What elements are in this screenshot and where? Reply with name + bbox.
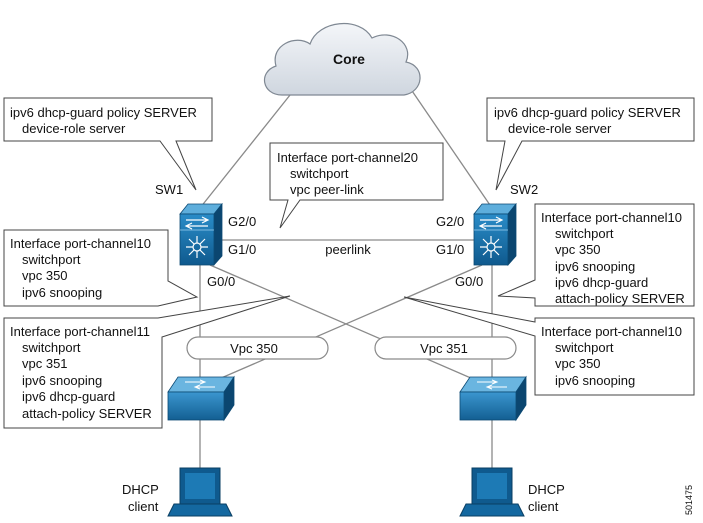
callout-line: Interface port-channel20	[277, 150, 418, 165]
svg-text:ipv6 dhcp-guard policy SERVER: ipv6 dhcp-guard policy SERVER	[494, 105, 681, 120]
callout-line: Interface port-channel10	[10, 236, 151, 251]
svg-text:Interface port-channel10: Interface port-channel10	[541, 324, 682, 339]
svg-text:vpc 350: vpc 350	[22, 268, 68, 283]
callout-line: ipv6 snooping	[22, 285, 102, 300]
svg-text:vpc peer-link: vpc peer-link	[290, 182, 364, 197]
switch-name: SW2	[510, 182, 538, 197]
callout-line: attach-policy SERVER	[22, 406, 152, 421]
cloud-shape	[264, 23, 421, 96]
vpc-pill	[186, 336, 329, 360]
callout-line: Interface port-channel11	[10, 324, 150, 339]
workgroup-switch-icon	[459, 391, 517, 421]
link-core-sw1	[199, 84, 299, 209]
callout-right-pc10-bottom: Interface port-channel10 switchport vpc …	[403, 296, 695, 396]
callout-line: switchport	[22, 252, 81, 267]
callout-line: ipv6 dhcp-guard	[555, 275, 648, 290]
callout-sw2-policy: ipv6 dhcp-guard policy SERVER device-rol…	[486, 97, 695, 191]
workgroup-switch-icon	[167, 391, 225, 421]
cloud-label: Core	[333, 51, 365, 67]
svg-text:Interface port-channel10: Interface port-channel10	[10, 236, 151, 251]
vpc-label: Vpc 350	[230, 341, 278, 356]
access-switch-right	[459, 375, 527, 422]
client-left: DHCP client	[122, 467, 233, 517]
callout-line: ipv6 snooping	[22, 373, 102, 388]
svg-text:ipv6 snooping: ipv6 snooping	[22, 373, 102, 388]
callout-line: vpc 350	[555, 356, 601, 371]
svg-text:vpc 350: vpc 350	[555, 356, 601, 371]
svg-text:ipv6 snooping: ipv6 snooping	[555, 373, 635, 388]
callout-line: vpc 350	[555, 242, 601, 257]
callout-line: device-role server	[508, 121, 612, 136]
callout-line: ipv6 dhcp-guard	[22, 389, 115, 404]
svg-text:Interface port-channel11: Interface port-channel11	[10, 324, 150, 339]
access-switch-left	[167, 375, 235, 422]
svg-text:vpc 350: vpc 350	[555, 242, 601, 257]
vpc-351: Vpc 351	[374, 336, 517, 360]
svg-text:ipv6 snooping: ipv6 snooping	[555, 259, 635, 274]
core-cloud: Core	[264, 23, 421, 96]
callout-line: attach-policy SERVER	[555, 291, 685, 306]
callout-line: switchport	[555, 226, 614, 241]
callout-right-pc10-top: Interface port-channel10 switchport vpc …	[497, 203, 695, 307]
callout-line: vpc 350	[22, 268, 68, 283]
callout-left-pc10: Interface port-channel10 switchport vpc …	[3, 229, 199, 307]
callout-line: ipv6 dhcp-guard policy SERVER	[10, 105, 197, 120]
peerlink-label: peerlink	[325, 242, 371, 257]
svg-text:ipv6 dhcp-guard: ipv6 dhcp-guard	[555, 275, 648, 290]
svg-text:switchport: switchport	[22, 252, 81, 267]
link-sw1-access2	[209, 264, 481, 383]
svg-text:ipv6 snooping: ipv6 snooping	[22, 285, 102, 300]
client-label: client	[528, 499, 559, 514]
switch-sw1: SW1 G2/0 G1/0 G0/0	[155, 182, 256, 289]
link-sw2-access1	[211, 264, 483, 383]
callout-line: switchport	[555, 340, 614, 355]
switch-sw2: SW2 G2/0 G1/0 G0/0	[436, 182, 538, 289]
svg-text:switchport: switchport	[555, 340, 614, 355]
callout-line: switchport	[22, 340, 81, 355]
svg-text:switchport: switchport	[22, 340, 81, 355]
callout-line: ipv6 dhcp-guard policy SERVER	[494, 105, 681, 120]
callout-line: switchport	[290, 166, 349, 181]
client-label: DHCP	[528, 482, 565, 497]
svg-text:vpc 351: vpc 351	[22, 356, 68, 371]
svg-text:device-role server: device-role server	[508, 121, 612, 136]
callout-peer-link: Interface port-channel20 switchport vpc …	[269, 142, 444, 229]
svg-text:switchport: switchport	[555, 226, 614, 241]
port-label: G1/0	[436, 242, 464, 257]
callout-sw1-policy: ipv6 dhcp-guard policy SERVER device-rol…	[3, 97, 213, 191]
svg-text:Interface port-channel20: Interface port-channel20	[277, 150, 418, 165]
vpc-350: Vpc 350	[186, 336, 329, 360]
vpc-label: Vpc 351	[420, 341, 468, 356]
client-label: DHCP	[122, 482, 159, 497]
callout-line: vpc peer-link	[290, 182, 364, 197]
switch-name: SW1	[155, 182, 183, 197]
svg-text:Interface port-channel10: Interface port-channel10	[541, 210, 682, 225]
callout-line: ipv6 snooping	[555, 373, 635, 388]
callout-line: Interface port-channel10	[541, 210, 682, 225]
svg-text:ipv6 dhcp-guard: ipv6 dhcp-guard	[22, 389, 115, 404]
svg-text:ipv6 dhcp-guard policy SERVER: ipv6 dhcp-guard policy SERVER	[10, 105, 197, 120]
client-right: DHCP client	[459, 467, 565, 517]
callout-line: ipv6 snooping	[555, 259, 635, 274]
vpc-pill	[374, 336, 517, 360]
svg-text:attach-policy SERVER: attach-policy SERVER	[22, 406, 152, 421]
port-label: G2/0	[228, 214, 256, 229]
svg-text:device-role server: device-role server	[22, 121, 126, 136]
callout-line: device-role server	[22, 121, 126, 136]
port-label: G1/0	[228, 242, 256, 257]
figure-id: 501475	[684, 485, 694, 515]
port-label: G0/0	[207, 274, 235, 289]
callout-left-pc11: Interface port-channel11 switchport vpc …	[3, 295, 291, 429]
callout-line: vpc 351	[22, 356, 68, 371]
svg-text:attach-policy SERVER: attach-policy SERVER	[555, 291, 685, 306]
callout-line: Interface port-channel10	[541, 324, 682, 339]
port-label: G2/0	[436, 214, 464, 229]
svg-text:switchport: switchport	[290, 166, 349, 181]
port-label: G0/0	[455, 274, 483, 289]
link-core-sw2	[407, 84, 493, 209]
client-label: client	[128, 499, 159, 514]
